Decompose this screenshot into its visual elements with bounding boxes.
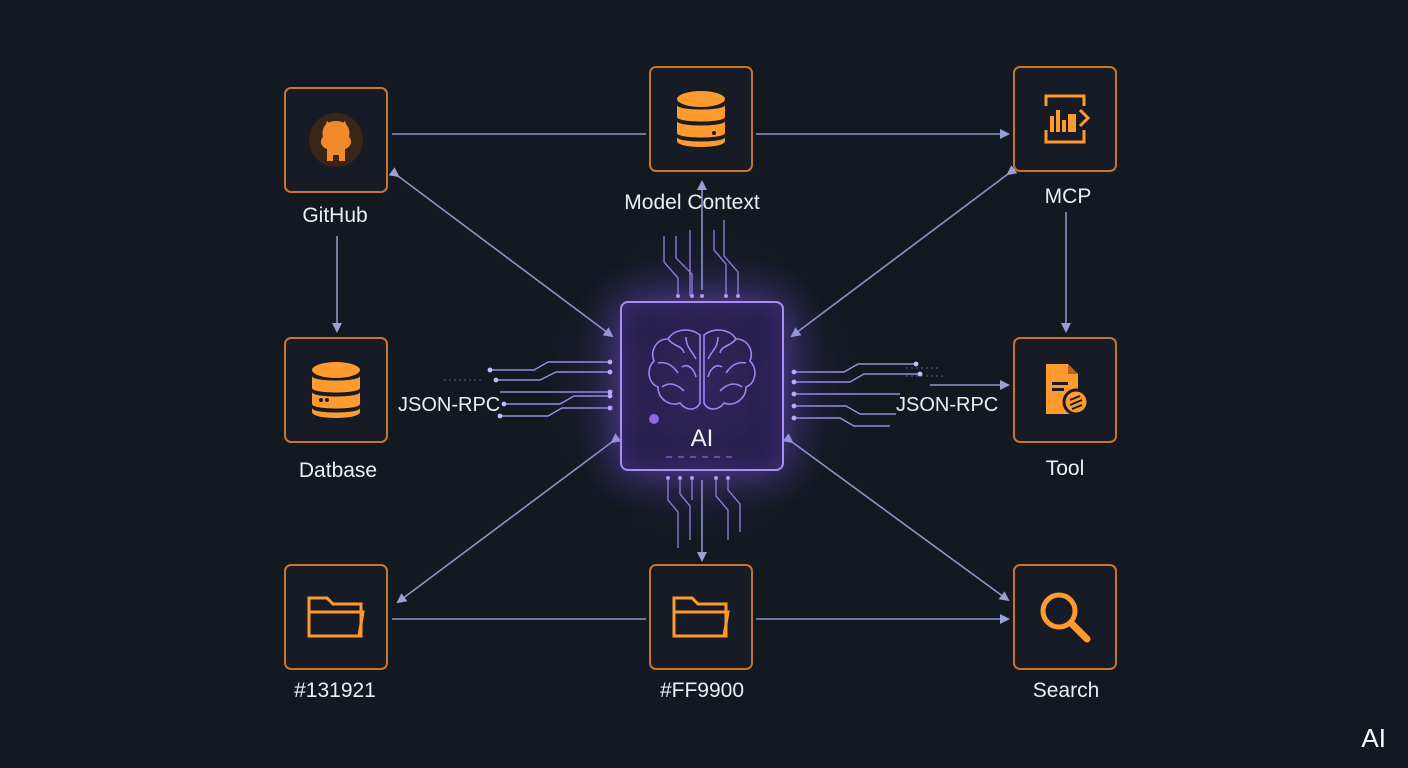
circuit-traces-right [794, 363, 920, 427]
model-context-node[interactable] [649, 66, 753, 172]
mcp-label: MCP [1044, 185, 1092, 208]
database-icon [312, 362, 360, 418]
ai-core: AI [620, 301, 784, 471]
corner-ai-mark: AI [1361, 723, 1386, 753]
database-node[interactable] [284, 337, 388, 443]
core-bottom-trace [666, 456, 738, 458]
circuit-dots-top [676, 294, 740, 298]
database-label: Datbase [298, 459, 378, 482]
search-icon [1040, 592, 1091, 643]
file-tool-icon [1046, 364, 1090, 416]
circuit-dots-bottom [666, 476, 730, 480]
circuit-traces-bottom [667, 478, 741, 548]
json-rpc-left-label: JSON-RPC [398, 394, 501, 416]
github-label: GitHub [302, 204, 368, 227]
edge-github-core [388, 167, 614, 338]
database-icon [677, 91, 725, 147]
folder-icon [672, 596, 730, 638]
core-label: AI [690, 425, 714, 452]
circuit-dots-right [791, 361, 923, 421]
json-rpc-right-label: JSON-RPC [896, 394, 999, 416]
folder-left-node[interactable] [284, 564, 388, 670]
dashed-hints [444, 367, 946, 381]
folder-icon [307, 596, 365, 638]
edge-core-folderleft [396, 433, 622, 604]
circuit-dots-left [487, 359, 613, 419]
search-label: Search [1032, 679, 1100, 702]
brain-icon [648, 329, 756, 424]
edge-core-search [782, 433, 1010, 602]
tool-node[interactable] [1013, 337, 1117, 443]
github-node[interactable] [284, 87, 388, 193]
document-chart-icon [1044, 94, 1091, 144]
folder-left-label: #131921 [294, 679, 376, 702]
github-octocat-icon [309, 113, 363, 167]
mcp-node[interactable] [1013, 66, 1117, 172]
folder-center-node[interactable] [649, 564, 753, 670]
circuit-traces-left [490, 361, 610, 417]
model-context-label: Model Context [624, 191, 760, 214]
circuit-traces-top [663, 220, 739, 296]
edge-mcp-core [790, 165, 1018, 338]
folder-center-label: #FF9900 [659, 679, 745, 702]
search-node[interactable] [1013, 564, 1117, 670]
tool-label: Tool [1045, 457, 1085, 480]
